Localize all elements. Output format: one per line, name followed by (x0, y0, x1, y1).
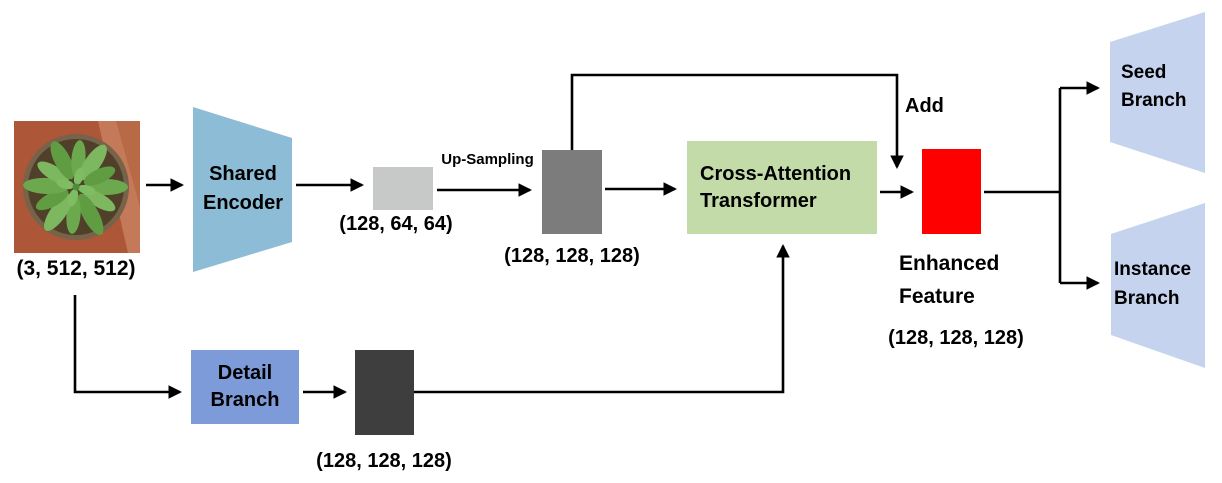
seed-branch-shape (1110, 12, 1205, 173)
encoder-feature-caption: (128, 64, 64) (339, 213, 453, 235)
seed-branch-label: Seed Branch (1121, 62, 1187, 111)
cross-attention-label: Cross-Attention Transformer (700, 162, 852, 212)
enhanced-feature-block (922, 149, 981, 234)
skip-connection-add (570, 73, 904, 170)
plant-photo (14, 121, 140, 253)
detail-branch-label: Detail Branch (210, 362, 280, 411)
shared-encoder-label: Shared Encoder (202, 163, 284, 214)
detail-branch-block: Detail Branch (191, 350, 299, 424)
enhanced-feature-caption: (128, 128, 128) (888, 327, 1024, 349)
upsampling-label: Up-Sampling (441, 151, 534, 168)
shared-encoder-shape (193, 107, 292, 272)
detail-feature-block (355, 350, 414, 435)
instance-branch-label: Instance Branch (1114, 259, 1192, 309)
encoder-feature-block (373, 167, 433, 210)
detail-feature-caption: (128, 128, 128) (316, 450, 452, 472)
arrow-detail-feature-to-transformer (414, 243, 790, 394)
input-shape-caption: (3, 512, 512) (16, 257, 136, 280)
flow-arrows (73, 73, 1101, 399)
enhanced-feature-label: Enhanced Feature (899, 252, 1000, 308)
add-label: Add (905, 95, 944, 117)
cross-attention-transformer-block: Cross-Attention Transformer (687, 141, 877, 234)
arrow-input-to-detail-branch (73, 295, 183, 399)
upsampled-feature-block (542, 150, 602, 234)
rosette-leaves (23, 140, 128, 236)
upsampled-feature-caption: (128, 128, 128) (504, 245, 640, 267)
instance-branch-shape (1111, 203, 1205, 368)
